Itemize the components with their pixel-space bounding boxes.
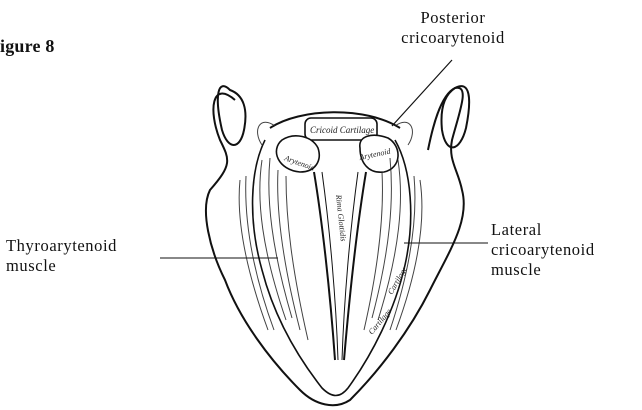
drawing-label-cricoid: Cricoid Cartilage bbox=[310, 125, 374, 135]
leader-line-posterior bbox=[392, 60, 452, 126]
drawing-label-cartilage-lower: Cartilage bbox=[367, 307, 394, 337]
drawing-label-rima: Rima Glottidis bbox=[334, 193, 348, 242]
